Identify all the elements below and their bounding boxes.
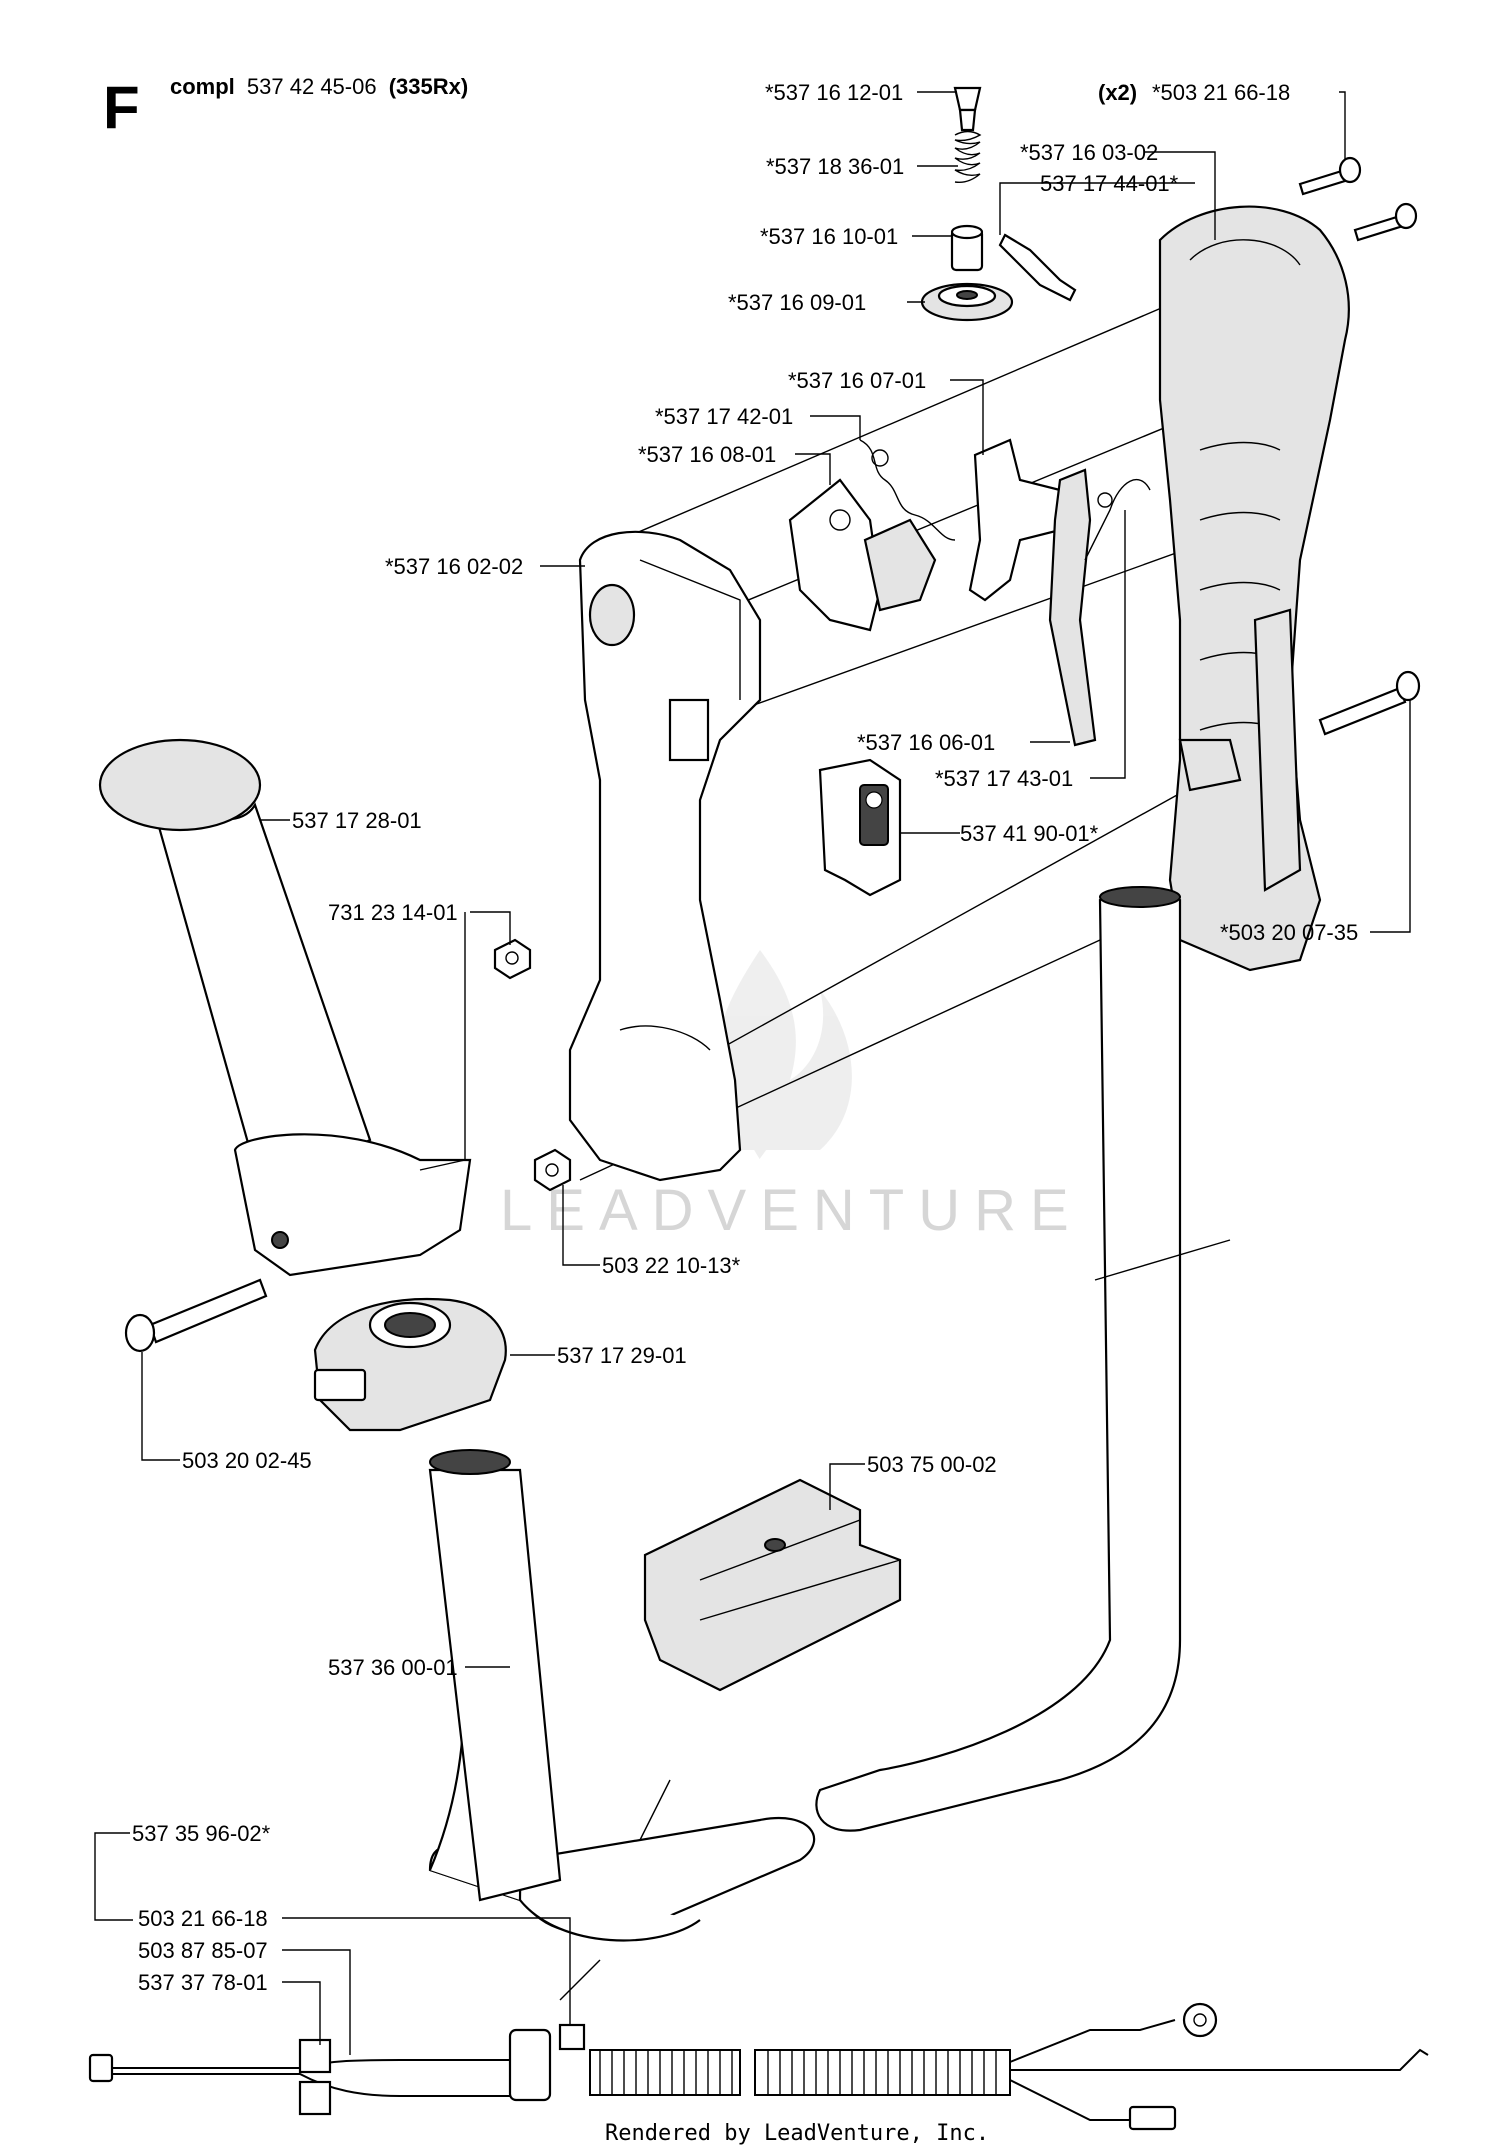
screw-long-part bbox=[1318, 670, 1421, 736]
label-screw-long[interactable]: *503 20 07-35 bbox=[1220, 920, 1358, 945]
label-throttle-lever[interactable]: *537 16 08-01 bbox=[638, 442, 776, 467]
label-cable-part-c[interactable]: 537 37 78-01 bbox=[138, 1970, 268, 1995]
label-clamp[interactable]: 537 17 29-01 bbox=[557, 1343, 687, 1368]
loop-handle-part bbox=[428, 886, 1231, 2001]
throttle-cable-part bbox=[88, 2002, 1429, 2131]
screw-top-1 bbox=[1298, 156, 1362, 196]
spring-coil-part bbox=[954, 130, 982, 184]
screw-top-2 bbox=[1353, 202, 1418, 242]
throttle-lever-part bbox=[788, 478, 937, 632]
watermark-text: LEADVENTURE bbox=[500, 1178, 1083, 1243]
label-bushing[interactable]: *537 16 10-01 bbox=[760, 224, 898, 249]
spring-top-part bbox=[953, 86, 982, 132]
nut-top-part bbox=[493, 938, 532, 980]
stop-switch-icon bbox=[865, 791, 883, 809]
label-stop-switch[interactable]: 537 41 90-01* bbox=[960, 821, 1099, 846]
nut-handle-part bbox=[533, 1148, 572, 1192]
label-throttle-trigger-arm[interactable]: *537 16 07-01 bbox=[788, 368, 926, 393]
clamp-part bbox=[313, 1298, 507, 1432]
grip-part bbox=[98, 738, 472, 1277]
assembly-title: compl 537 42 45-06 (335Rx) bbox=[170, 74, 468, 99]
label-cable-part-b[interactable]: 503 87 85-07 bbox=[138, 1938, 268, 1963]
footer-credit: Rendered by LeadVenture, Inc. bbox=[605, 2121, 989, 2146]
label-nut-handle[interactable]: 503 22 10-13* bbox=[602, 1253, 741, 1278]
bracket-part bbox=[643, 1478, 902, 1692]
throttle-lock-part bbox=[998, 233, 1077, 302]
label-throttle-lock[interactable]: 537 17 44-01* bbox=[1040, 171, 1179, 196]
assembly-number: 537 42 45-06 bbox=[247, 74, 377, 99]
label-spring-top[interactable]: *537 16 12-01 bbox=[765, 80, 903, 105]
label-grip[interactable]: 537 17 28-01 bbox=[292, 808, 422, 833]
handle-half-left-part bbox=[568, 530, 762, 1182]
spring-small-part bbox=[859, 439, 956, 541]
knob-wheel-part bbox=[920, 282, 1014, 322]
assembly-model: (335Rx) bbox=[389, 74, 468, 99]
label-bracket[interactable]: 503 75 00-02 bbox=[867, 1452, 997, 1477]
throttle-trigger-arm-part bbox=[968, 438, 1062, 602]
label-screws-qty: (x2) bbox=[1098, 80, 1137, 105]
trigger-part bbox=[1048, 468, 1151, 747]
label-trigger-spring[interactable]: *537 17 43-01 bbox=[935, 766, 1073, 791]
label-knob-wheel[interactable]: *537 16 09-01 bbox=[728, 290, 866, 315]
label-handle-half-left[interactable]: *537 16 02-02 bbox=[385, 554, 523, 579]
label-trigger[interactable]: *537 16 06-01 bbox=[857, 730, 995, 755]
label-loop-handle[interactable]: 537 36 00-01 bbox=[328, 1655, 458, 1680]
assembly-prefix: compl bbox=[170, 74, 235, 99]
label-cable-kit[interactable]: 537 35 96-02* bbox=[132, 1821, 271, 1846]
part-labels: *537 16 12-01 *537 18 36-01 *537 16 10-0… bbox=[132, 80, 1358, 1995]
section-letter: F bbox=[103, 74, 140, 141]
label-nut-top[interactable]: 731 23 14-01 bbox=[328, 900, 458, 925]
label-screw-clamp[interactable]: 503 20 02-45 bbox=[182, 1448, 312, 1473]
stop-switch-part bbox=[818, 758, 902, 897]
label-spring-coil[interactable]: *537 18 36-01 bbox=[766, 154, 904, 179]
leader-lines bbox=[94, 91, 1411, 2055]
screw-clamp-part bbox=[124, 1278, 268, 1353]
bushing-part bbox=[950, 224, 984, 272]
label-handle-half-right[interactable]: *537 16 03-02 bbox=[1020, 140, 1158, 165]
label-spring-small[interactable]: *537 17 42-01 bbox=[655, 404, 793, 429]
label-screws-top[interactable]: *503 21 66-18 bbox=[1152, 80, 1290, 105]
label-cable-screw[interactable]: 503 21 66-18 bbox=[138, 1906, 268, 1931]
handle-half-right-part bbox=[1158, 205, 1350, 972]
